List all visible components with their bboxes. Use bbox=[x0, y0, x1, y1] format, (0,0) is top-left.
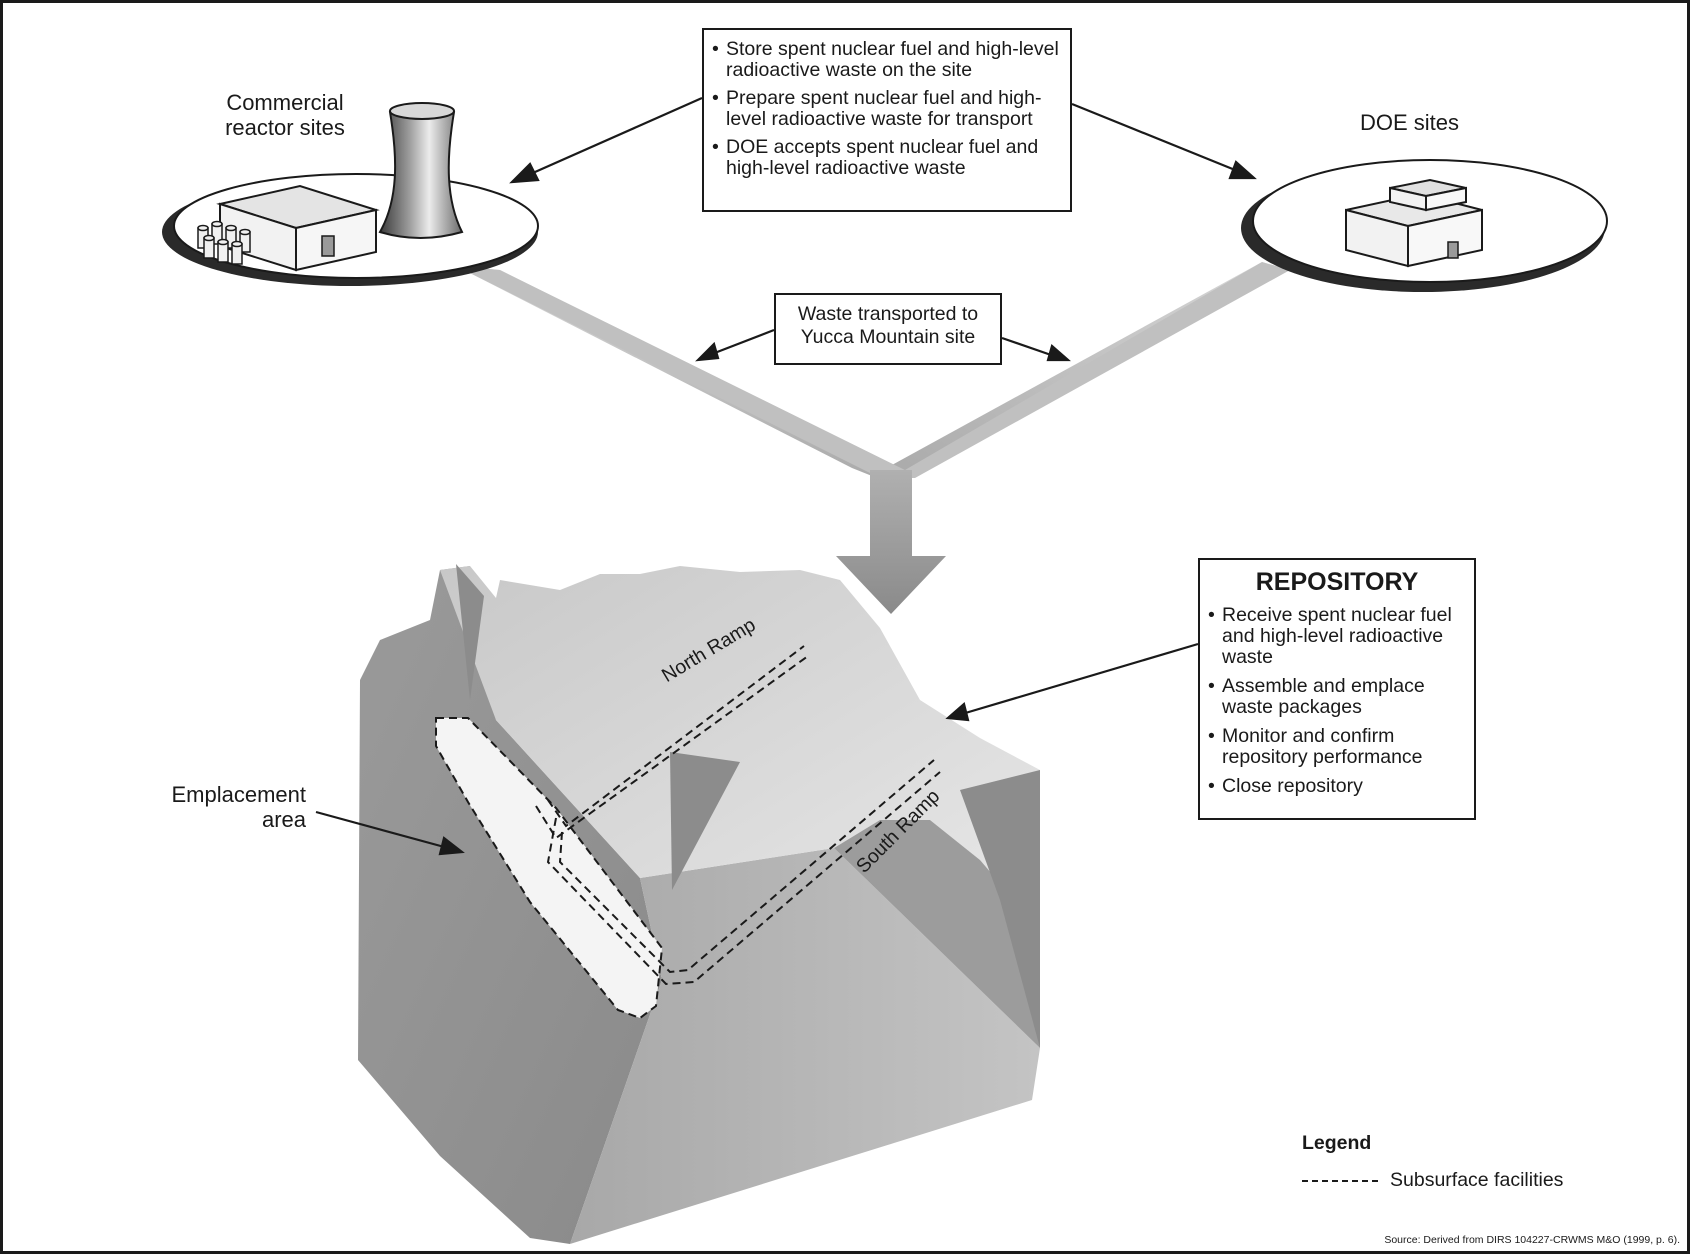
arrowhead-doe bbox=[1228, 160, 1257, 180]
site-action-item: DOE accepts spent nuclear fuel and high-… bbox=[712, 137, 1062, 179]
transport-box: Waste transported to Yucca Mountain site bbox=[774, 293, 1002, 365]
mountain-top-surface bbox=[440, 566, 1040, 930]
mountain-left-face bbox=[358, 566, 662, 1244]
arrow-to-doe bbox=[1071, 102, 1241, 174]
flow-arrow bbox=[456, 262, 1290, 614]
south-ramp-tunnel-b bbox=[546, 771, 941, 986]
source-note: Source: Derived from DIRS 104227-CRWMS M… bbox=[1384, 1234, 1680, 1246]
legend: Legend Subsurface facilities bbox=[1302, 1132, 1563, 1192]
storage-casks-icon bbox=[197, 220, 251, 265]
ridge-shadow-center bbox=[670, 752, 740, 890]
commercial-reactor-sites-label: Commercial reactor sites bbox=[225, 90, 345, 140]
arrow-to-emplacement bbox=[315, 810, 449, 850]
arrow-to-commercial bbox=[525, 96, 703, 178]
doe-site-illustration bbox=[1241, 159, 1608, 292]
doe-building-upper-right bbox=[1425, 186, 1467, 212]
site-action-item: Store spent nuclear fuel and high-level … bbox=[712, 39, 1062, 81]
site-action-item: Prepare spent nuclear fuel and high-leve… bbox=[712, 88, 1062, 130]
emplacement-area bbox=[435, 717, 664, 1020]
site-actions-box: Store spent nuclear fuel and high-level … bbox=[702, 28, 1072, 212]
repository-item: Monitor and confirm repository performan… bbox=[1208, 726, 1466, 768]
cooling-tower-icon bbox=[378, 107, 464, 239]
doe-sites-label: DOE sites bbox=[1360, 110, 1460, 135]
legend-item-label: Subsurface facilities bbox=[1390, 1169, 1564, 1191]
arrow-transport-left bbox=[711, 328, 775, 356]
arrowhead-transport-right bbox=[1046, 344, 1071, 362]
doe-building-door bbox=[1447, 241, 1459, 259]
arrowhead-emplacement bbox=[438, 836, 465, 856]
repository-item: Receive spent nuclear fuel and high-leve… bbox=[1208, 605, 1466, 668]
emplacement-area-label: Emplacement area bbox=[171, 782, 306, 832]
dashed-line-swatch bbox=[1302, 1179, 1378, 1182]
mountain-block bbox=[358, 564, 1040, 1244]
mountain-front-face bbox=[570, 848, 1040, 1244]
legend-row: Subsurface facilities bbox=[1302, 1169, 1563, 1192]
arrows bbox=[315, 96, 1257, 856]
arrowhead-transport-left bbox=[695, 341, 720, 362]
south-ramp-tunnel-a bbox=[558, 759, 935, 974]
arrowhead-repository bbox=[945, 701, 970, 722]
reactor-building-door bbox=[321, 235, 335, 257]
ridge-shadow-right bbox=[960, 770, 1040, 1048]
north-ramp-tunnel-b bbox=[547, 645, 805, 828]
repository-title: REPOSITORY bbox=[1255, 568, 1419, 596]
ridge-shadow-left bbox=[456, 564, 484, 700]
arrowhead-commercial bbox=[509, 162, 540, 184]
arrow-to-repository bbox=[961, 642, 1199, 716]
repository-box: REPOSITORY Receive spent nuclear fuel an… bbox=[1198, 558, 1476, 820]
cooling-tower-rim bbox=[389, 102, 455, 120]
repository-item: Close repository bbox=[1208, 776, 1466, 798]
flow-stem bbox=[836, 470, 946, 614]
commercial-site-illustration bbox=[162, 102, 539, 286]
mountain-right-face bbox=[834, 820, 1040, 1048]
repository-item: Assemble and emplace waste packages bbox=[1208, 676, 1466, 718]
reactor-building-right bbox=[295, 208, 377, 272]
legend-title: Legend bbox=[1302, 1132, 1372, 1154]
arrow-transport-right bbox=[1001, 336, 1055, 358]
doe-building-right bbox=[1407, 208, 1483, 268]
